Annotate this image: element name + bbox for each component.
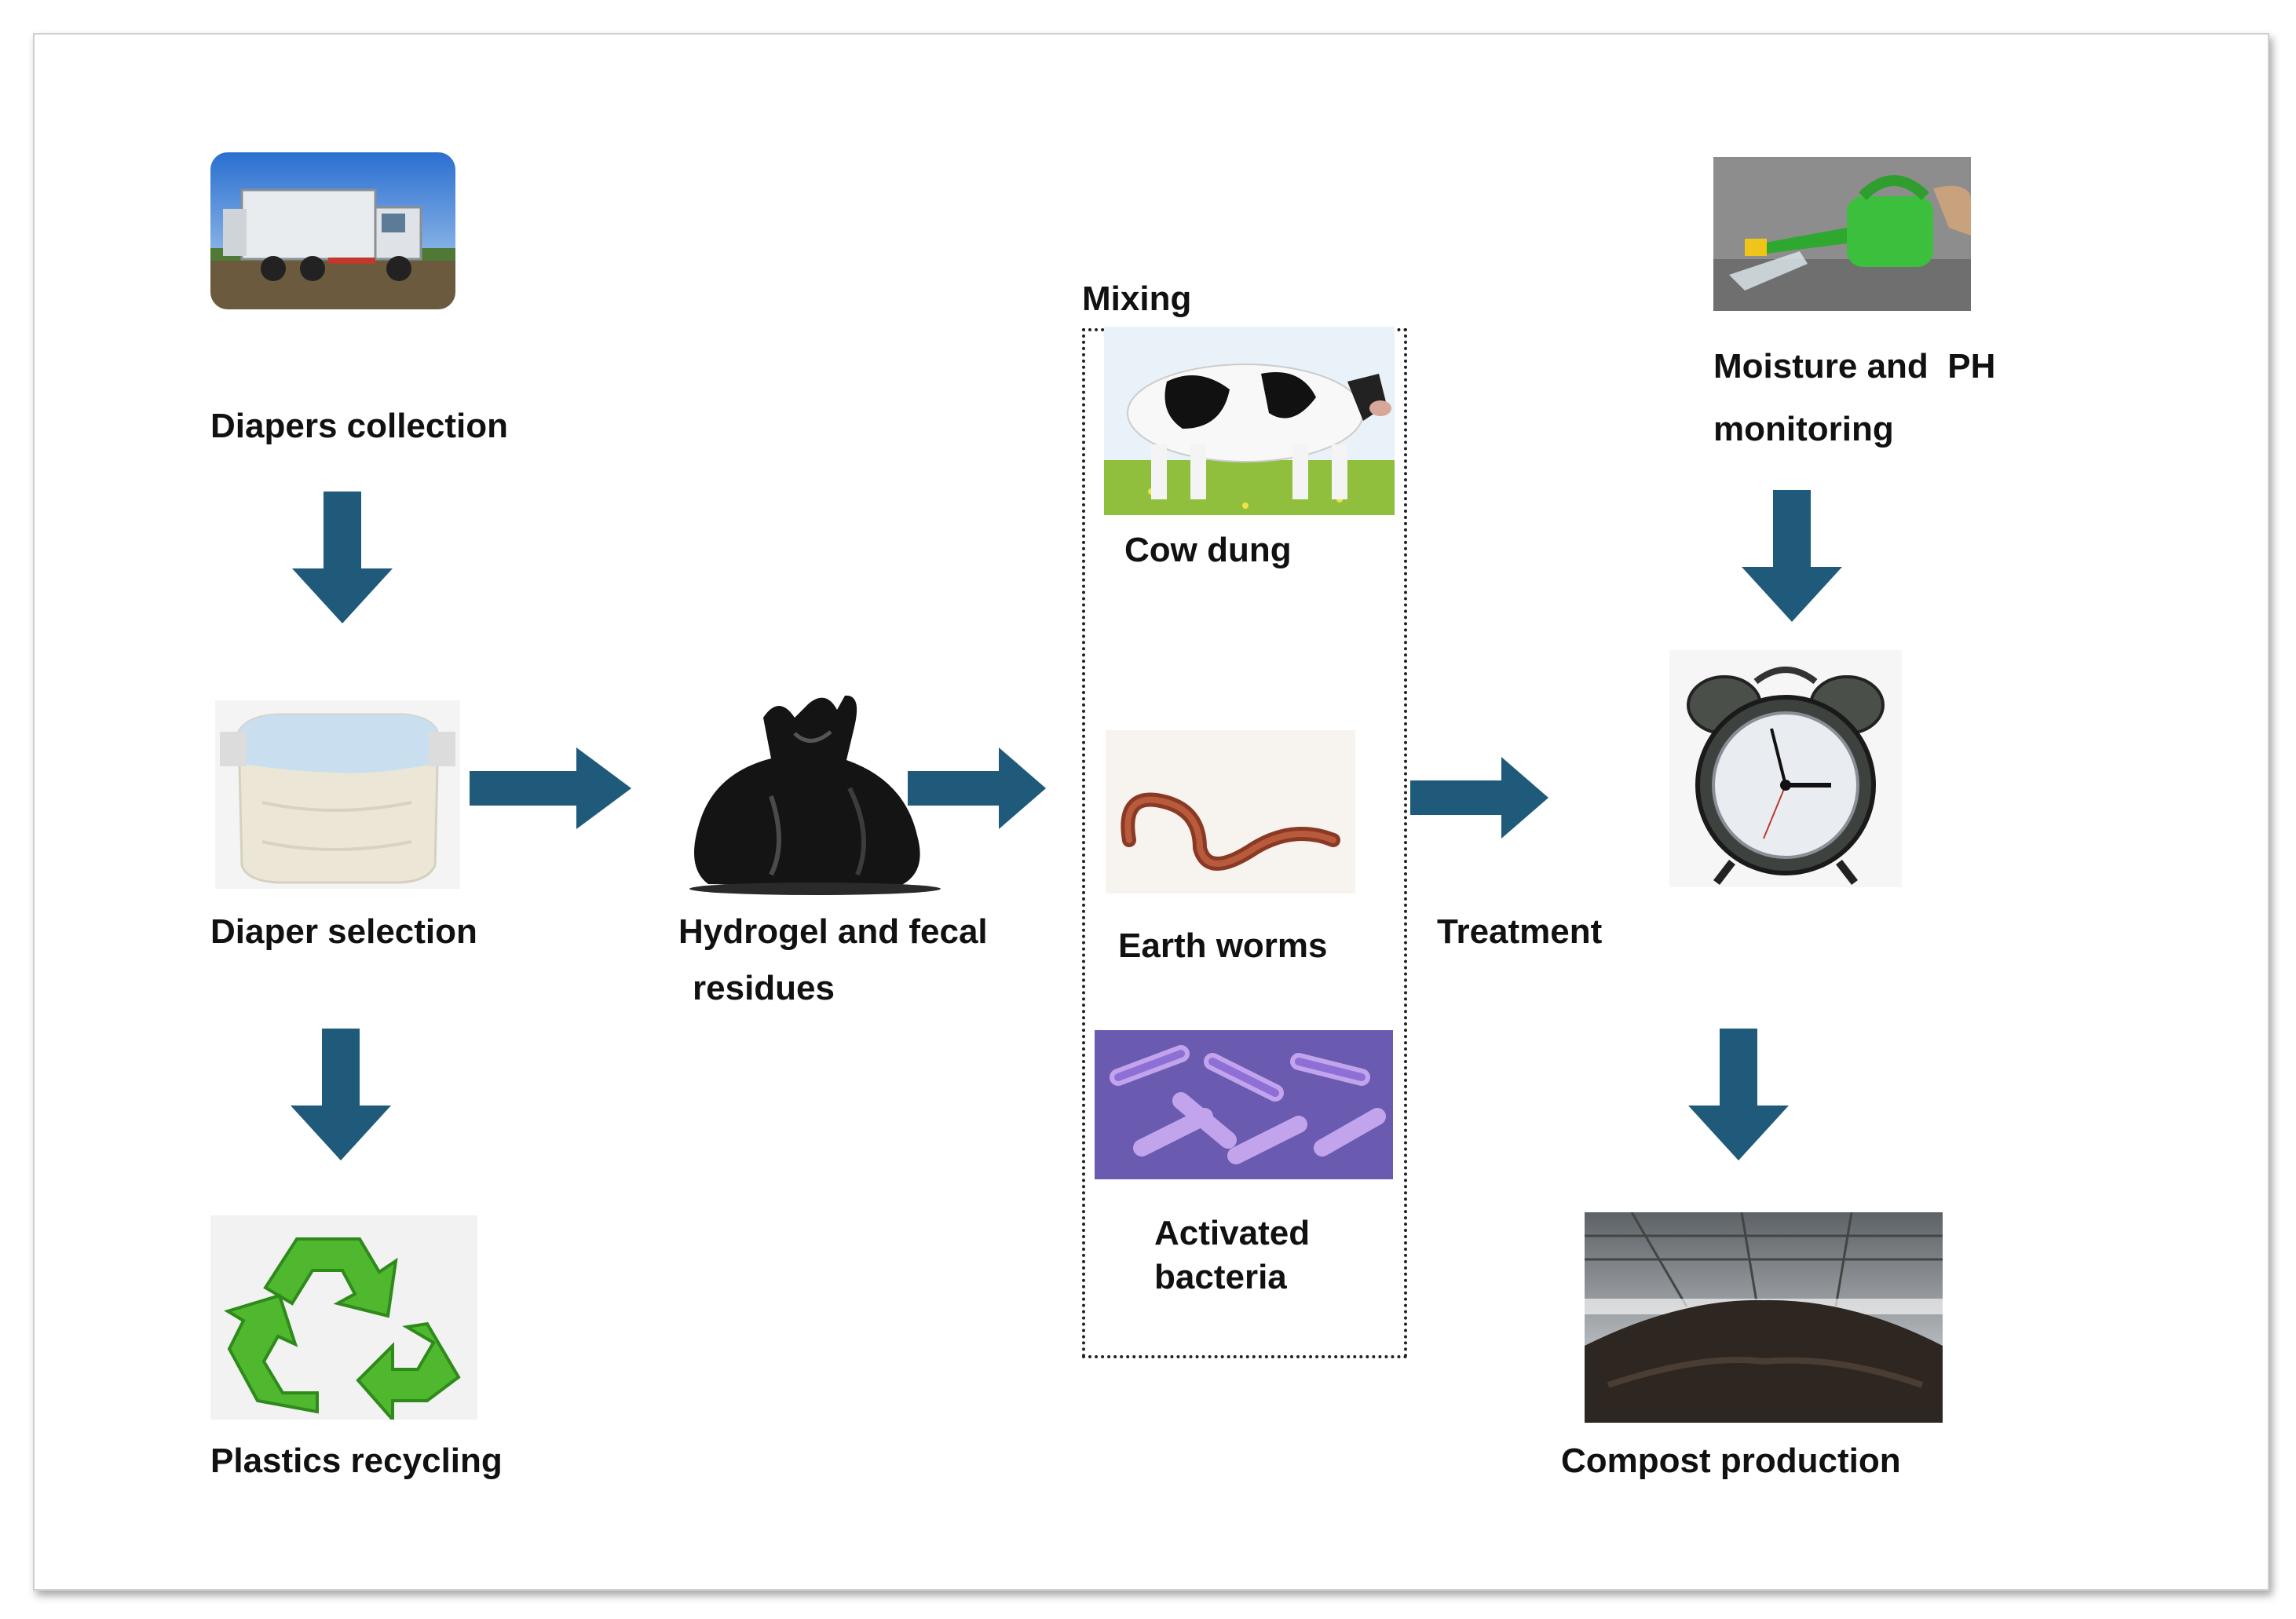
- arrow-right-3: [1410, 757, 1548, 839]
- moisture-label-line2: monitoring: [1713, 410, 1894, 448]
- compost-image: [1585, 1212, 1943, 1423]
- cow-dung-label: Cow dung: [1124, 531, 1292, 569]
- alarm-clock-image: [1669, 650, 1902, 887]
- compost-production-label: Compost production: [1561, 1442, 1901, 1480]
- arrow-down-3: [1742, 490, 1842, 622]
- diaper-selection-label: Diaper selection: [210, 912, 477, 951]
- hydrogel-label-line1: Hydrogel and fecal: [678, 912, 988, 951]
- cow-image: [1104, 327, 1395, 515]
- trash-bag-image: [677, 686, 941, 895]
- diapers-collection-label: Diapers collection: [210, 407, 509, 445]
- plastics-recycling-label: Plastics recycling: [210, 1442, 503, 1480]
- bacteria-label-line1: Activated: [1154, 1214, 1311, 1252]
- recycle-icon: [210, 1215, 477, 1420]
- moisture-label-line1: Moisture and PH: [1713, 347, 1996, 386]
- arrow-down-4: [1688, 1029, 1789, 1160]
- arrow-right-1: [470, 747, 631, 829]
- hydrogel-label-line2: residues: [693, 969, 835, 1007]
- diaper-image: [215, 700, 460, 889]
- bacteria-image: [1095, 1030, 1393, 1179]
- arrow-right-2: [908, 747, 1046, 829]
- arrow-down-2: [291, 1029, 391, 1160]
- arrow-down-1: [292, 492, 393, 623]
- garbage-truck-image: [210, 152, 455, 309]
- treatment-label: Treatment: [1437, 912, 1603, 951]
- earthworm-image: [1106, 730, 1355, 894]
- watering-can-image: [1713, 157, 1971, 311]
- bacteria-label-line2: bacteria: [1154, 1258, 1287, 1296]
- mixing-label: Mixing: [1082, 280, 1192, 318]
- earth-worms-label: Earth worms: [1118, 926, 1328, 965]
